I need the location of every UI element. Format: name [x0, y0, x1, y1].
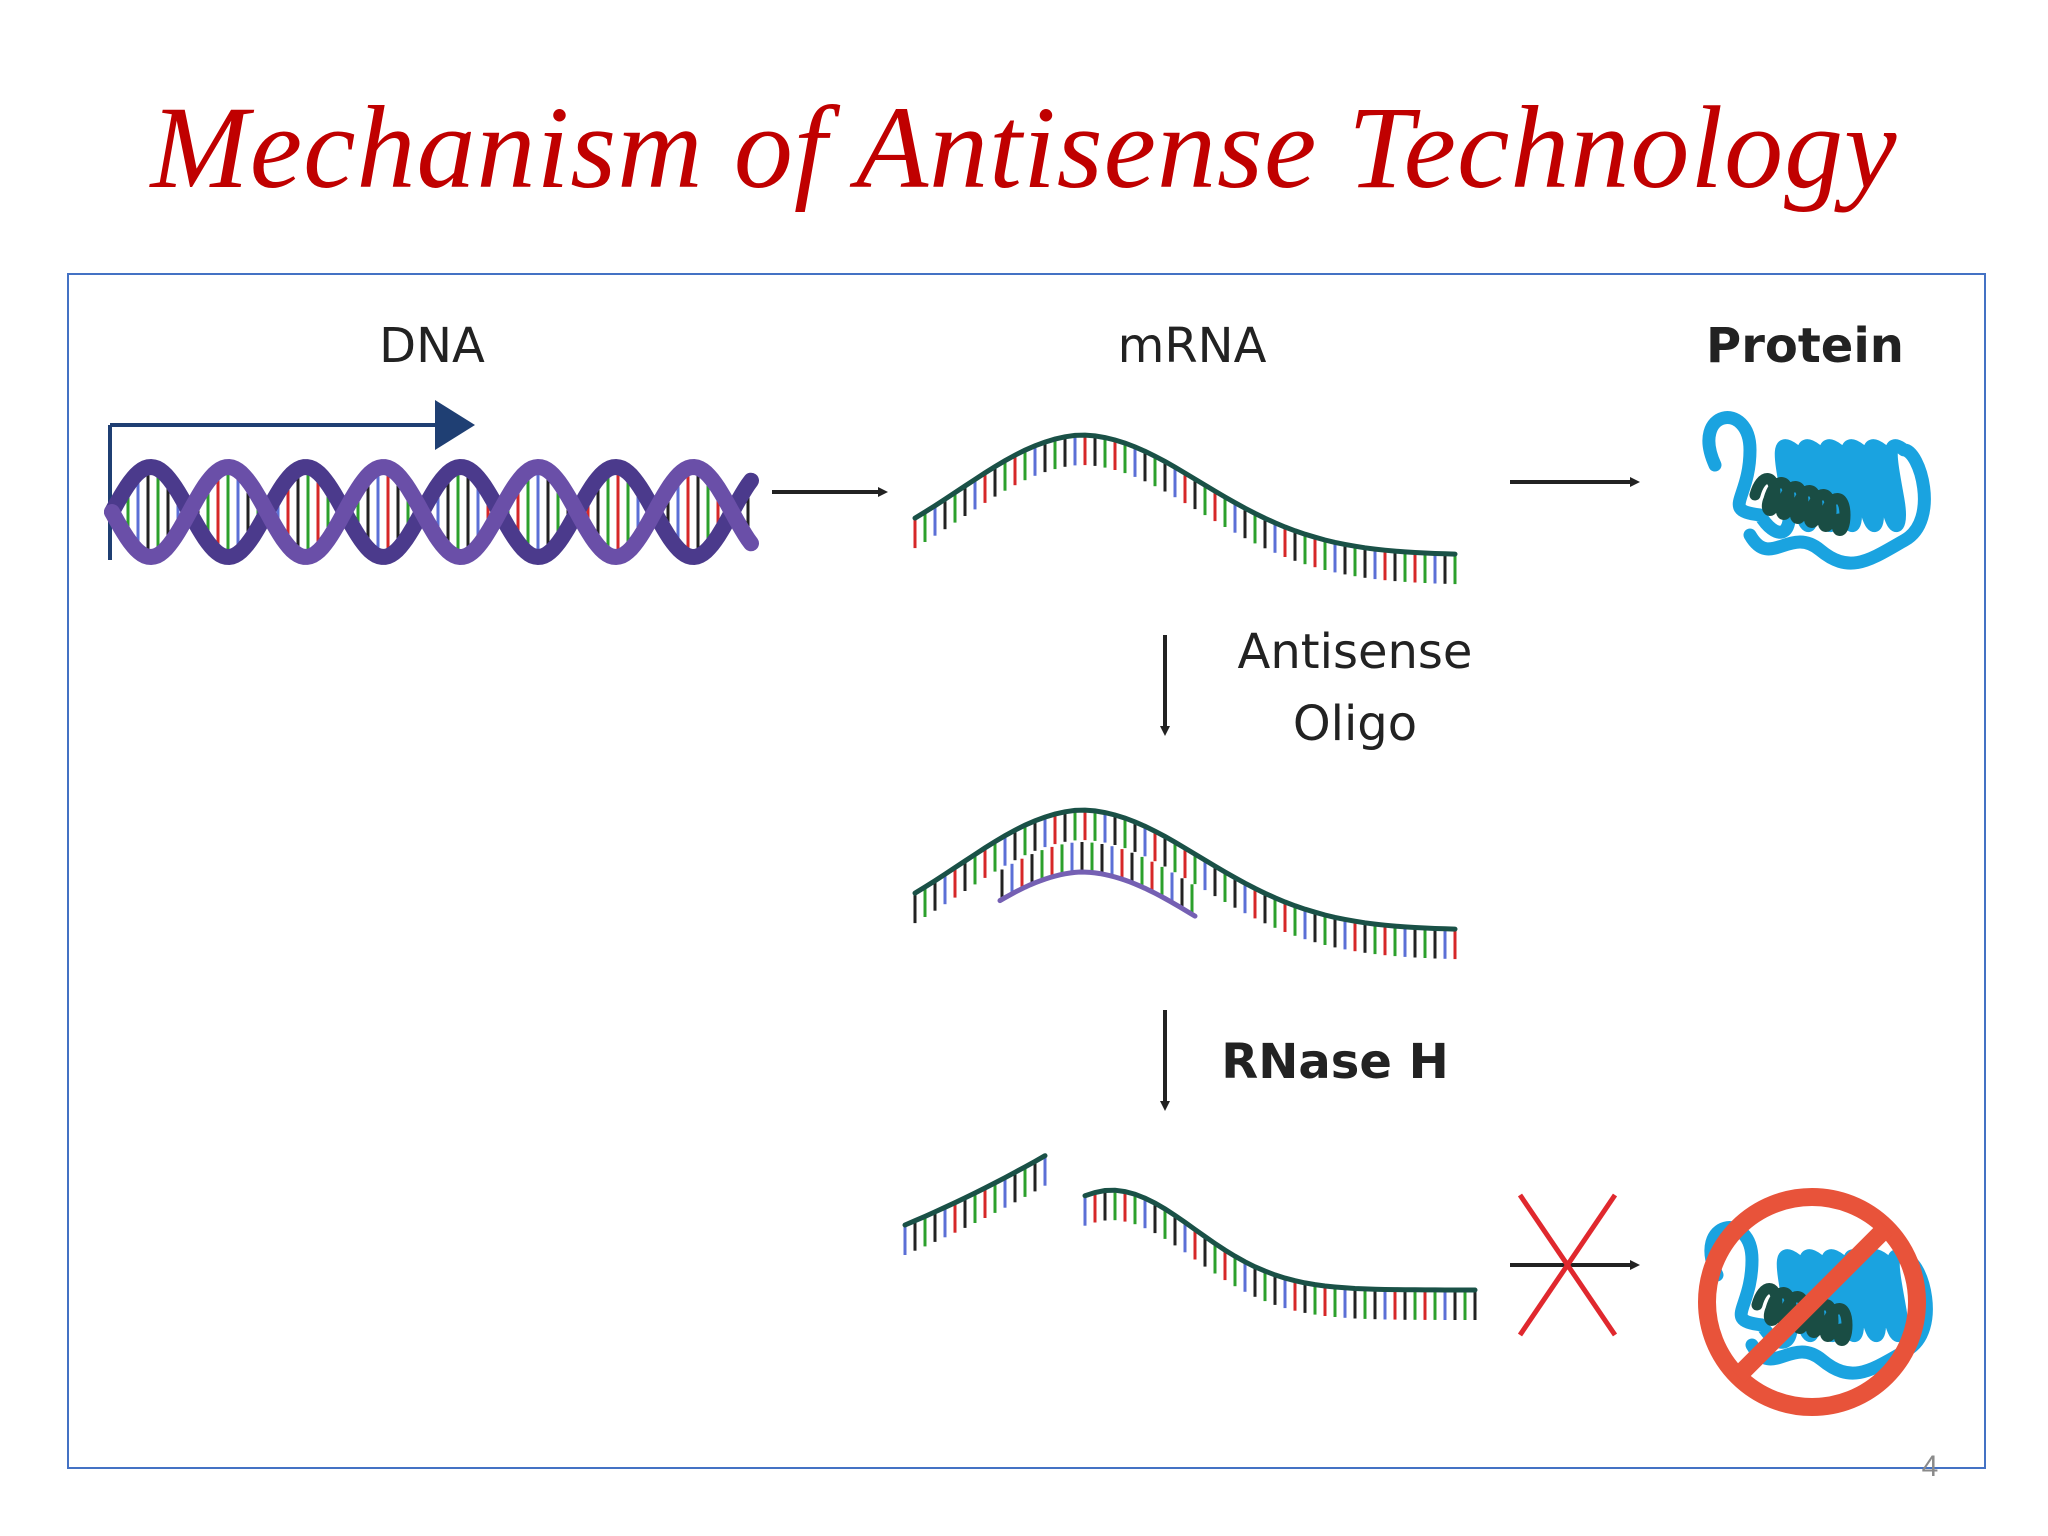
- antisense-oligo-backbone: [997, 869, 1198, 919]
- dna-double-helix: [104, 458, 759, 566]
- slide-title: Mechanism of Antisense Technology: [150, 82, 1898, 213]
- dna-label: DNA: [379, 318, 485, 374]
- mrna-backbone: [912, 432, 1458, 557]
- antisense-oligo-label-line1: Antisense: [1238, 624, 1473, 680]
- mrna-backbone: [902, 1153, 1048, 1228]
- slide-number: 4: [1921, 1450, 1939, 1483]
- rnase-h-label: RNase H: [1221, 1034, 1449, 1090]
- protein-helix-core: [1749, 473, 1851, 536]
- mrna-label: mRNA: [1118, 318, 1267, 374]
- mrna-oligo-duplex: [912, 807, 1458, 960]
- diagram-frame: [67, 273, 1986, 1469]
- protein-label: Protein: [1706, 318, 1904, 374]
- cleaved-mrna-fragment-left: [902, 1153, 1048, 1255]
- antisense-oligo-label-line2: Oligo: [1293, 696, 1417, 752]
- no-symbol-icon: [1698, 1188, 1926, 1416]
- protein-icon: [1702, 411, 1931, 570]
- dna-strand-front: [104, 458, 759, 566]
- dna-strand-back: [104, 458, 759, 566]
- mrna-strand: [912, 432, 1458, 585]
- mrna-backbone: [912, 807, 1458, 932]
- cleaved-mrna-fragment-right: [1082, 1187, 1478, 1320]
- mrna-backbone: [1082, 1187, 1478, 1293]
- dna-transcription-arrow: [108, 400, 475, 560]
- cross-icon: [1517, 1193, 1618, 1337]
